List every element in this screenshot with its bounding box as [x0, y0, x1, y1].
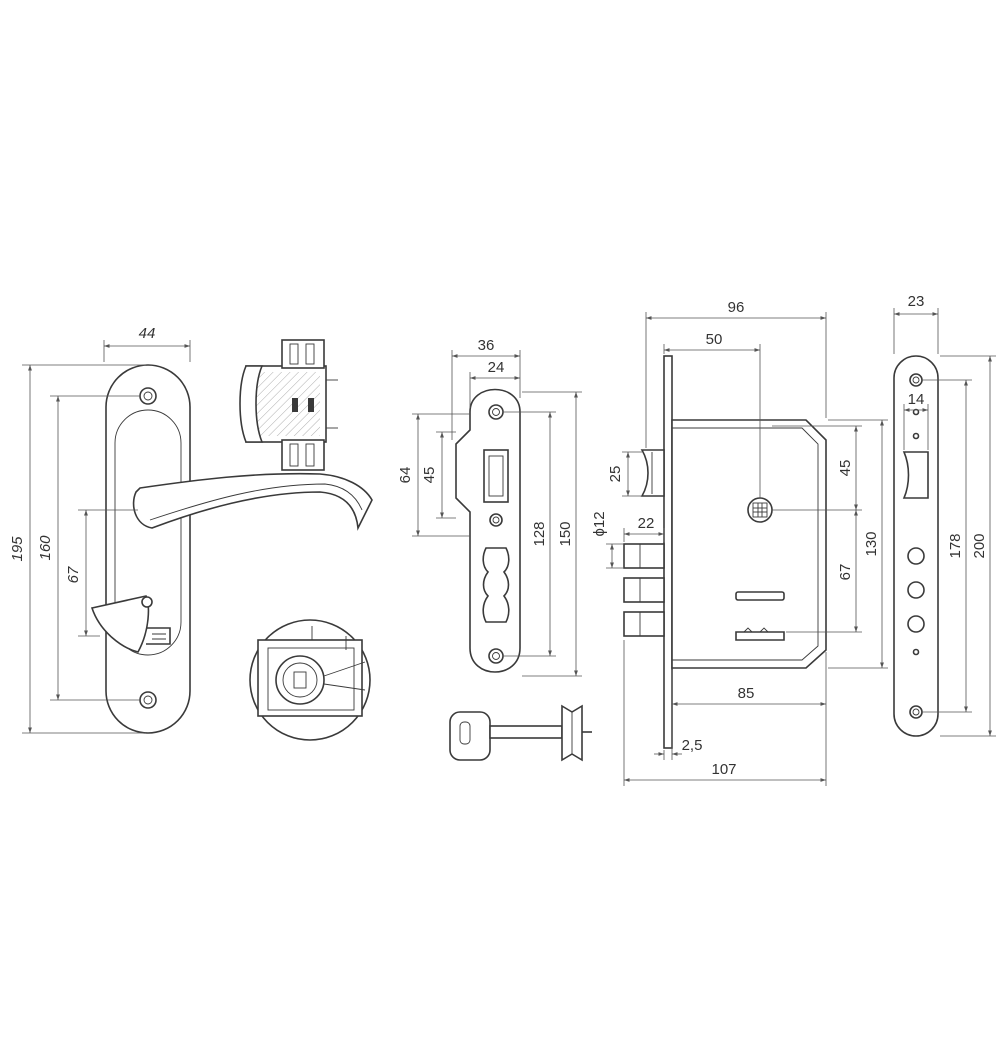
key [449, 704, 592, 762]
dim-label-50: 50 [706, 331, 723, 348]
dim-label-200: 200 [971, 533, 988, 558]
thumb-turn [90, 595, 150, 653]
strike-plate [455, 388, 521, 673]
cylinder-section-view [239, 339, 338, 471]
dim-label-45-strike: 45 [421, 467, 438, 484]
deadbolt-1 [623, 543, 665, 569]
handle-dimensions: 44 195 160 67 [9, 325, 191, 734]
dim-label-85: 85 [738, 685, 755, 702]
dim-label-14: 14 [908, 391, 925, 408]
spindle-hub [747, 497, 773, 523]
keyhole-lower [735, 631, 785, 641]
deadbolt-3 [623, 611, 665, 637]
dim-label-107: 107 [711, 761, 736, 778]
dim-label-178: 178 [947, 533, 964, 558]
deadbolt-2 [623, 577, 665, 603]
dim-label-24: 24 [488, 359, 505, 376]
dim-label-150: 150 [557, 521, 574, 546]
dim-label-36: 36 [478, 337, 495, 354]
dim-label-67-handle: 67 [65, 566, 82, 583]
lever-handle [132, 472, 373, 531]
dim-label-160: 160 [37, 535, 54, 561]
dim-label-195: 195 [9, 536, 26, 562]
dim-label-128: 128 [531, 521, 548, 546]
dim-label-96: 96 [728, 299, 745, 316]
dim-label-d12: ϕ12 [591, 511, 608, 536]
lock-dimensions: 96 50 25 ϕ12 22 45 67 130 85 [591, 299, 888, 786]
dim-label-25: 25 [607, 466, 624, 483]
dim-label-23: 23 [908, 293, 925, 310]
dim-label-67-lock: 67 [837, 564, 854, 581]
door-handle-plate [90, 364, 373, 734]
dim-label-22: 22 [638, 515, 655, 532]
dim-label-44: 44 [139, 325, 156, 342]
keyhole-upper [735, 591, 785, 601]
mortise-lock-body [623, 355, 827, 749]
latch-bolt [640, 449, 665, 497]
strike-dimensions: 36 24 64 45 128 150 [397, 337, 582, 677]
dim-label-64: 64 [397, 467, 414, 484]
dim-label-130: 130 [863, 531, 880, 556]
lock-faceplate [893, 355, 939, 737]
faceplate-dimensions: 23 14 178 200 [893, 293, 996, 737]
dim-label-45-lock: 45 [837, 460, 854, 477]
dim-label-2-5: 2,5 [682, 737, 703, 754]
cylinder-mechanism-detail [249, 619, 371, 741]
